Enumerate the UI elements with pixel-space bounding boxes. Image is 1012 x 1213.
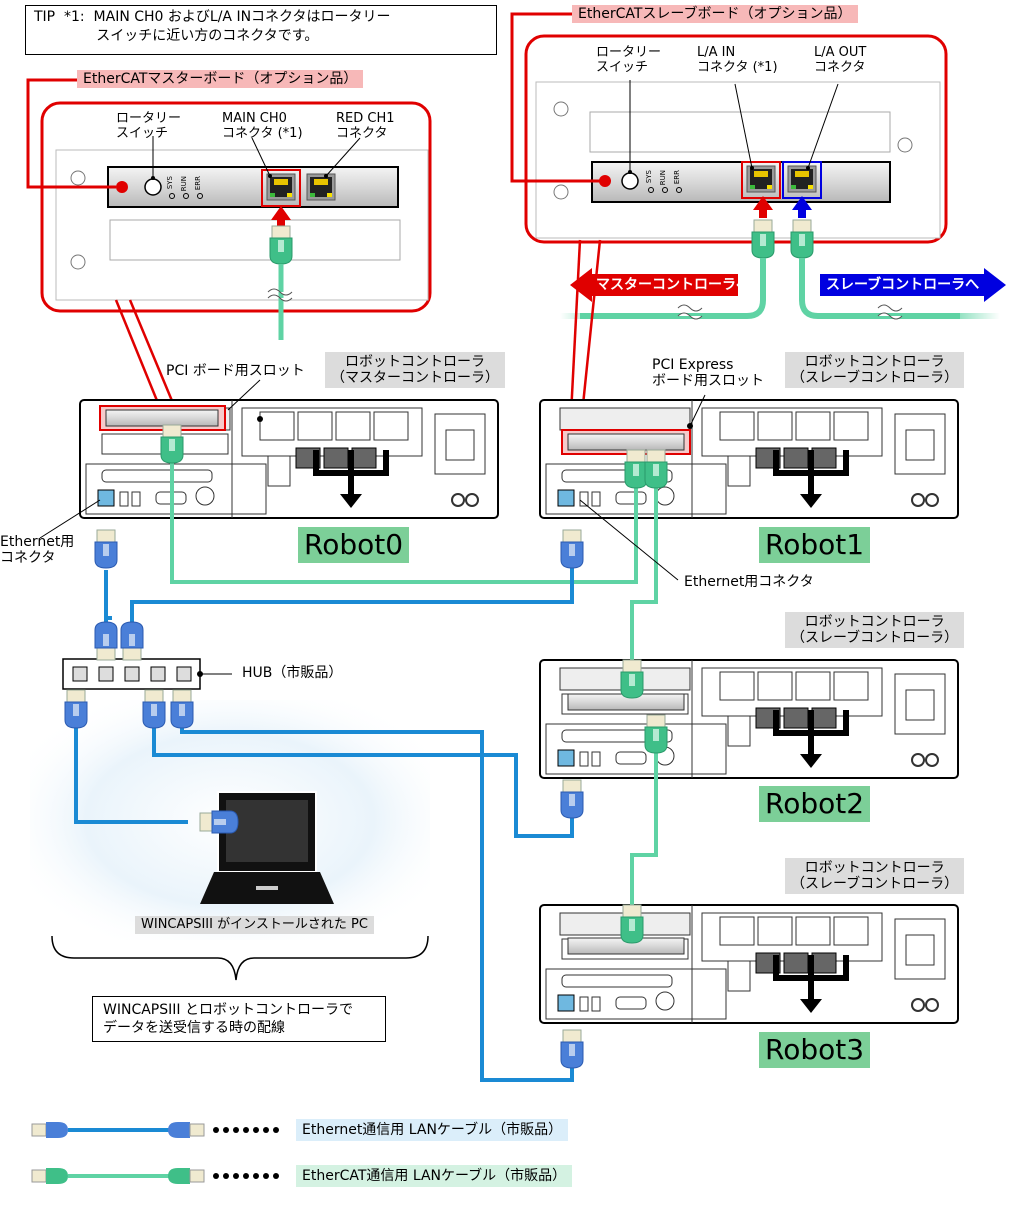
robot1-label: Robot1 [759, 527, 871, 563]
legend-ethernet-label: Ethernet通信用 LANケーブル（市販品） [296, 1119, 569, 1141]
hub [62, 658, 232, 690]
to-master-label: マスターコントローラへ [596, 277, 750, 293]
legend-ethercat-label: EtherCAT通信用 LANケーブル（市販品） [296, 1165, 573, 1187]
pc-label: WINCAPSIII がインストールされた PC [135, 916, 374, 934]
controller-2-title: ロボットコントローラ （スレーブコントローラ） [785, 612, 965, 648]
master-rotary-label: ロータリー スイッチ [116, 111, 182, 141]
rotary-switch-icon [144, 178, 162, 196]
slave-rotary-label: ロータリー スイッチ [596, 45, 662, 75]
legend-ethercat-cable-icon [31, 1168, 205, 1184]
tip-box: TIP *1: MAIN CH0 およびL/A INコネクタはロータリー スイッ… [25, 5, 497, 55]
legend-ethernet-cable-icon [31, 1122, 205, 1138]
legend-dots [213, 1127, 279, 1179]
controller-3-title: ロボットコントローラ （スレーブコントローラ） [785, 858, 965, 894]
ethernet-cables [74, 560, 574, 1082]
laptop-icon [200, 791, 334, 904]
controller-2 [539, 659, 959, 779]
robot0-label: Robot0 [298, 527, 410, 563]
robot-output-arrows [313, 450, 849, 1013]
controller-1-slot-label: PCI Express ボード用スロット [652, 357, 764, 389]
to-master-arrow [570, 268, 738, 302]
to-slave-label: スレーブコントローラへ [826, 277, 980, 293]
tip-line-1: TIP *1: MAIN CH0 およびL/A INコネクタはロータリー [34, 9, 391, 25]
pc-brace [51, 935, 429, 981]
master-led-sys: SYS [166, 176, 174, 190]
master-board-inset [40, 101, 432, 340]
master-board-title: EtherCATマスターボード（オプション品） [77, 70, 364, 88]
controller-1 [539, 394, 959, 519]
controller-0-title: ロボットコントローラ （マスターコントローラ） [325, 352, 505, 388]
ethernet-connector-label-left: Ethernet用 コネクタ [0, 534, 75, 566]
board-mount-dot [116, 181, 128, 193]
controller-0-slot-label: PCI ボード用スロット [166, 363, 305, 379]
slave-la-out-label: L/A OUT コネクタ [814, 45, 867, 75]
slave-led-sys: SYS [645, 170, 653, 184]
master-led-run: RUN [180, 176, 188, 192]
ethercat-cables [170, 450, 658, 905]
hub-label: HUB（市販品） [242, 665, 343, 681]
la-out-connector [787, 165, 817, 193]
robot2-label: Robot2 [759, 786, 871, 822]
master-red-ch1-label: RED CH1 コネクタ [336, 111, 395, 141]
slave-led-err: ERR [673, 170, 681, 185]
ethernet-connector-label-right: Ethernet用コネクタ [684, 574, 814, 590]
to-slave-arrow [820, 268, 1006, 302]
slave-la-in-label: L/A IN コネクタ (*1) [697, 45, 778, 75]
controller-0 [79, 379, 499, 519]
controller-1-title: ロボットコントローラ （スレーブコントローラ） [785, 352, 965, 388]
master-led-err: ERR [194, 176, 202, 191]
controller-3 [539, 904, 959, 1024]
tip-line-2: スイッチに近い方のコネクタです。 [34, 28, 319, 44]
master-main-ch0-label: MAIN CH0 コネクタ (*1) [222, 111, 303, 141]
slave-board-inset [524, 34, 948, 244]
slave-led-run: RUN [659, 170, 667, 186]
insert-arrow-icon [271, 206, 291, 230]
la-in-connector [746, 165, 776, 193]
robot3-label: Robot3 [759, 1032, 871, 1068]
slave-board-title: EtherCATスレーブボード（オプション品） [572, 5, 858, 23]
rotary-switch-icon [621, 172, 639, 190]
main-ch0-connector [266, 173, 296, 201]
red-ch1-connector [306, 173, 336, 201]
wiring-note-box: WINCAPSIII とロボットコントローラで データを送受信する時の配線 [92, 996, 386, 1042]
